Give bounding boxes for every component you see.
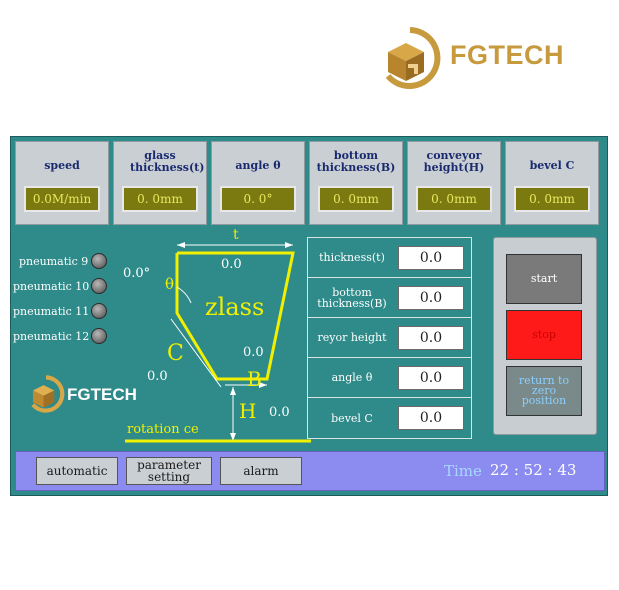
alarm-button[interactable]: alarm bbox=[220, 457, 302, 485]
param-bevel-c: bevel C 0. 0mm bbox=[505, 141, 599, 225]
b-value: 0.0 bbox=[243, 345, 264, 360]
h-label: H bbox=[239, 399, 257, 423]
control-group: start stop return to zero position bbox=[493, 237, 597, 435]
form-label: bevel C bbox=[331, 411, 373, 425]
form-value-input[interactable]: 0.0 bbox=[398, 286, 464, 310]
glass-diagram bbox=[125, 242, 311, 443]
param-glass-thickness: glass thickness(t) 0. 0mm bbox=[113, 141, 207, 225]
automatic-button[interactable]: automatic bbox=[36, 457, 118, 485]
param-label: glass thickness(t) bbox=[130, 149, 205, 174]
time-value: 22 : 52 : 43 bbox=[490, 461, 577, 479]
form-label: bottom thickness(B) bbox=[317, 285, 387, 310]
stop-button[interactable]: stop bbox=[506, 310, 582, 360]
c-dimension-line bbox=[170, 318, 222, 388]
form-value-input[interactable]: 0.0 bbox=[398, 366, 464, 390]
time-label: Time bbox=[444, 462, 482, 480]
panel-brand-name: FGTECH bbox=[67, 385, 137, 404]
start-button[interactable]: start bbox=[506, 254, 582, 304]
param-value[interactable]: 0. 0mm bbox=[416, 186, 492, 212]
theta-label: θ bbox=[165, 275, 175, 293]
pneumatic-label: pneumatic 9 bbox=[19, 255, 89, 268]
fgtech-logo-icon bbox=[31, 375, 65, 413]
param-value[interactable]: 0.0M/min bbox=[24, 186, 100, 212]
param-label: speed bbox=[44, 159, 80, 172]
param-value[interactable]: 0. 0mm bbox=[514, 186, 590, 212]
bottom-bar: automatic parameter setting alarm Time 2… bbox=[15, 451, 605, 491]
pneumatic-label: pneumatic 11 bbox=[13, 305, 90, 318]
pneumatic-label: pneumatic 10 bbox=[13, 280, 90, 293]
param-value[interactable]: 0. 0mm bbox=[318, 186, 394, 212]
parameter-form: thickness(t) 0.0 bottom thickness(B) 0.0… bbox=[307, 237, 472, 439]
c-value: 0.0 bbox=[147, 369, 168, 384]
pneumatic-label: pneumatic 12 bbox=[13, 330, 90, 343]
param-label: bevel C bbox=[529, 159, 575, 172]
parameter-setting-button[interactable]: parameter setting bbox=[126, 457, 212, 485]
param-conveyor-height: conveyor height(H) 0. 0mm bbox=[407, 141, 501, 225]
glass-label: zlass bbox=[205, 293, 265, 321]
brand-logo: FGTECH bbox=[378, 26, 588, 90]
form-value-input[interactable]: 0.0 bbox=[398, 406, 464, 430]
fgtech-logo-icon bbox=[385, 27, 441, 89]
param-bottom-thickness: bottom thickness(B) 0. 0mm bbox=[309, 141, 403, 225]
t-label: t bbox=[233, 227, 239, 243]
form-label: thickness(t) bbox=[319, 251, 385, 264]
param-label: bottom thickness(B) bbox=[316, 149, 396, 174]
panel-logo: FGTECH bbox=[27, 375, 151, 415]
pneumatic-indicator-icon bbox=[91, 328, 107, 344]
form-value-input[interactable]: 0.0 bbox=[398, 326, 464, 350]
form-row: reyor height 0.0 bbox=[308, 318, 471, 358]
t-value: 0.0 bbox=[221, 257, 242, 272]
form-row: thickness(t) 0.0 bbox=[308, 238, 471, 278]
rotation-label: rotation ce bbox=[127, 422, 199, 437]
param-speed: speed 0.0M/min bbox=[15, 141, 109, 225]
hmi-panel: speed 0.0M/min glass thickness(t) 0. 0mm… bbox=[10, 136, 608, 496]
param-value[interactable]: 0. 0° bbox=[220, 186, 296, 212]
pneumatic-indicator-icon bbox=[91, 253, 107, 269]
angle-arc bbox=[176, 286, 192, 304]
return-to-zero-button[interactable]: return to zero position bbox=[506, 366, 582, 416]
param-label: angle θ bbox=[235, 159, 281, 172]
glass-outline bbox=[175, 251, 295, 381]
form-value-input[interactable]: 0.0 bbox=[398, 246, 464, 270]
b-label: B bbox=[247, 367, 262, 391]
angle-value: 0.0° bbox=[123, 266, 151, 281]
pneumatic-indicator-icon bbox=[91, 303, 107, 319]
form-row: angle θ 0.0 bbox=[308, 358, 471, 398]
brand-name: FGTECH bbox=[450, 40, 564, 70]
h-value: 0.0 bbox=[269, 405, 290, 420]
form-row: bevel C 0.0 bbox=[308, 398, 471, 438]
c-label: C bbox=[167, 341, 184, 366]
param-value[interactable]: 0. 0mm bbox=[122, 186, 198, 212]
form-row: bottom thickness(B) 0.0 bbox=[308, 278, 471, 318]
form-label: angle θ bbox=[331, 371, 373, 384]
pneumatic-indicator-icon bbox=[91, 278, 107, 294]
param-label: conveyor height(H) bbox=[423, 149, 485, 174]
param-angle: angle θ 0. 0° bbox=[211, 141, 305, 225]
form-label: reyor height bbox=[317, 331, 387, 344]
